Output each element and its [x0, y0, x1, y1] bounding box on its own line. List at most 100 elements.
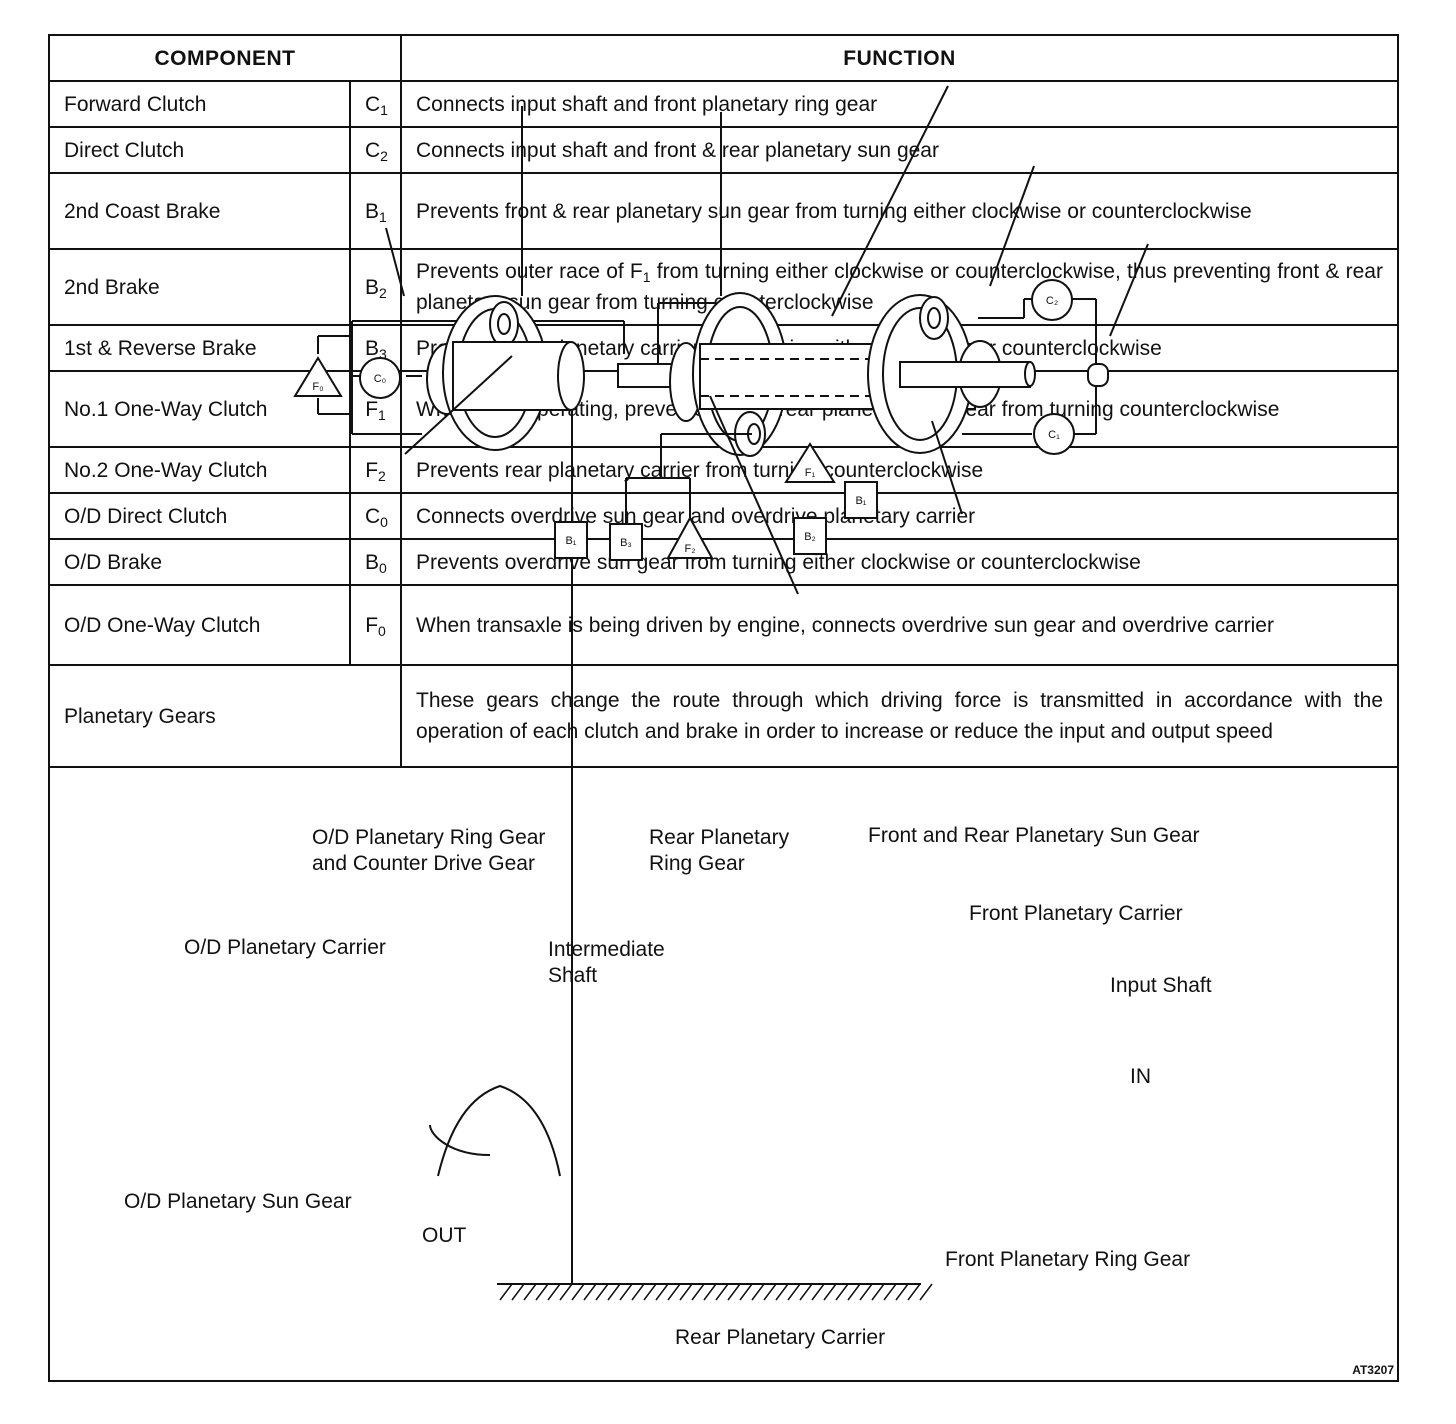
- hatch-mark: [559, 1283, 573, 1301]
- hatch-mark: [619, 1283, 633, 1301]
- hatch-mark: [571, 1283, 585, 1301]
- hatch-mark: [835, 1283, 849, 1301]
- label-od-sun: O/D Planetary Sun Gear: [124, 1190, 352, 1213]
- f0-symbol: F₀: [293, 356, 343, 397]
- function-cell: These gears change the route through whi…: [400, 664, 1397, 768]
- symbol-cell: F0: [349, 584, 402, 666]
- component-header: COMPONENT: [50, 36, 402, 82]
- hatch-mark: [883, 1283, 897, 1301]
- b1-front-symbol: B₁: [844, 481, 878, 519]
- svg-text:B₂: B₂: [804, 531, 816, 543]
- component-cell: 2nd Brake: [50, 248, 351, 326]
- hatch-mark: [907, 1283, 921, 1301]
- symbol-cell: F2: [349, 446, 402, 494]
- symbol-letter: C: [365, 504, 381, 528]
- hatch-mark: [763, 1283, 777, 1301]
- figure-code: AT3207: [1352, 1363, 1394, 1377]
- b3-symbol: B₃: [609, 523, 643, 561]
- planetary-gear-diagram: F₀ C₀: [124, 85, 1394, 1377]
- label-rear-carrier: Rear Planetary Carrier: [675, 1326, 885, 1349]
- function-header: FUNCTION: [400, 36, 1397, 82]
- f1-symbol: F₁: [784, 442, 836, 483]
- label-od-carrier: O/D Planetary Carrier: [184, 936, 386, 959]
- hatch-mark: [823, 1283, 837, 1301]
- svg-text:C₀: C₀: [374, 373, 387, 385]
- symbol-letter: F: [365, 458, 379, 482]
- component-cell: O/D Direct Clutch: [50, 492, 351, 540]
- component-cell: O/D Brake: [50, 538, 351, 586]
- symbol-cell: C2: [349, 126, 402, 174]
- component-cell: 1st & Reverse Brake: [50, 324, 351, 372]
- svg-text:C₂: C₂: [1046, 295, 1058, 307]
- hatch-mark: [799, 1283, 813, 1301]
- symbol-subscript: 2: [379, 284, 387, 301]
- symbol-subscript: 2: [380, 147, 388, 164]
- component-cell: No.2 One-Way Clutch: [50, 446, 351, 494]
- svg-text:F₀: F₀: [312, 381, 323, 393]
- hatch-mark: [895, 1283, 909, 1301]
- ground-hatch: [497, 1283, 933, 1301]
- hatch-mark: [703, 1283, 717, 1301]
- component-cell: Direct Clutch: [50, 126, 351, 174]
- hatch-mark: [727, 1283, 741, 1301]
- hatch-mark: [751, 1283, 765, 1301]
- hatch-mark: [847, 1283, 861, 1301]
- symbol-cell: B0: [349, 538, 402, 586]
- symbol-letter: B: [365, 336, 380, 360]
- label-intermediate-2: Shaft: [548, 964, 597, 987]
- label-rear-ring-1: Rear Planetary: [649, 826, 790, 849]
- hatch-mark: [811, 1283, 825, 1301]
- hatch-mark: [787, 1283, 801, 1301]
- symbol-subscript: 0: [378, 622, 386, 639]
- function-cell: Connects input shaft and front planetary…: [400, 80, 1397, 128]
- component-cell: No.1 One-Way Clutch: [50, 370, 351, 448]
- symbol-letter: C: [365, 92, 381, 116]
- hatch-mark: [655, 1283, 669, 1301]
- hatch-mark: [667, 1283, 681, 1301]
- function-subscript: 1: [642, 269, 651, 285]
- symbol-letter: C: [365, 138, 381, 162]
- svg-text:B₁: B₁: [855, 495, 866, 507]
- label-od-ring-2: and Counter Drive Gear: [312, 852, 535, 875]
- component-cell: 2nd Coast Brake: [50, 172, 351, 250]
- symbol-subscript: 0: [379, 559, 387, 576]
- hatch-mark: [919, 1283, 933, 1301]
- symbol-subscript: 1: [379, 208, 387, 225]
- symbol-letter: F: [365, 613, 379, 637]
- hatch-mark: [739, 1283, 753, 1301]
- hatch-mark: [871, 1283, 885, 1301]
- label-sun-gear: Front and Rear Planetary Sun Gear: [868, 824, 1200, 847]
- symbol-letter: B: [365, 550, 380, 574]
- svg-text:F₂: F₂: [685, 543, 696, 555]
- symbol-subscript: 1: [378, 406, 386, 423]
- symbol-subscript: 0: [380, 513, 388, 530]
- diagram-labels: O/D Planetary Ring Gear and Counter Driv…: [124, 824, 1394, 1377]
- hatch-mark: [631, 1283, 645, 1301]
- label-out: OUT: [422, 1224, 467, 1247]
- b2-symbol: B₂: [793, 517, 827, 555]
- c1-symbol: C₁: [1033, 413, 1075, 455]
- label-in: IN: [1130, 1065, 1151, 1088]
- f2-symbol: F₂: [666, 515, 714, 559]
- c0-symbol: C₀: [359, 357, 401, 399]
- hatch-mark: [715, 1283, 729, 1301]
- svg-text:F₁: F₁: [805, 467, 816, 479]
- hatch-mark: [643, 1283, 657, 1301]
- function-cell: Prevents rear planetary carrier from tur…: [400, 446, 1397, 494]
- symbol-cell: C0: [349, 492, 402, 540]
- symbol-subscript: 1: [380, 101, 388, 118]
- label-front-carrier: Front Planetary Carrier: [969, 902, 1183, 925]
- front-planetary-unit: [867, 294, 1109, 454]
- symbol-letter: B: [365, 199, 380, 223]
- hatch-mark: [691, 1283, 705, 1301]
- component-cell: O/D One-Way Clutch: [50, 584, 351, 666]
- c2-symbol: C₂: [1031, 279, 1073, 321]
- hatch-mark: [583, 1283, 597, 1301]
- svg-text:B₁: B₁: [565, 535, 576, 547]
- symbol-letter: B: [365, 275, 380, 299]
- label-front-ring: Front Planetary Ring Gear: [945, 1248, 1190, 1271]
